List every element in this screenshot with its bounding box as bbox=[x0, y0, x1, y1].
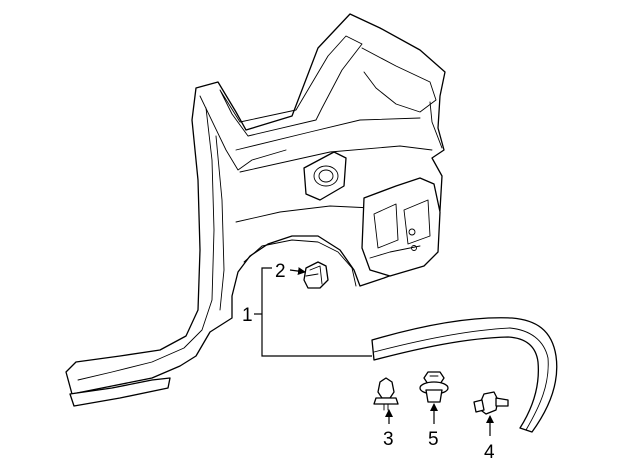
callout-5: 5 bbox=[428, 429, 439, 450]
fuel-filler-door bbox=[303, 151, 347, 201]
grommet-screw bbox=[419, 371, 449, 403]
callout-4: 4 bbox=[484, 442, 495, 463]
wheel-opening-moulding bbox=[371, 317, 558, 433]
quarter-panel bbox=[65, 13, 446, 407]
leader-lines bbox=[254, 267, 494, 436]
callout-2: 2 bbox=[275, 261, 286, 282]
bracket-1 bbox=[261, 267, 372, 357]
callout-1: 1 bbox=[242, 305, 253, 326]
callout-3: 3 bbox=[383, 429, 394, 450]
retainer-clip bbox=[303, 261, 329, 289]
push-clip bbox=[373, 377, 399, 411]
leader-2 bbox=[289, 267, 306, 276]
bolt-clip bbox=[473, 391, 509, 415]
callout-labels: 1 2 3 5 4 bbox=[242, 261, 495, 463]
wheelhouse-inner bbox=[361, 177, 441, 277]
